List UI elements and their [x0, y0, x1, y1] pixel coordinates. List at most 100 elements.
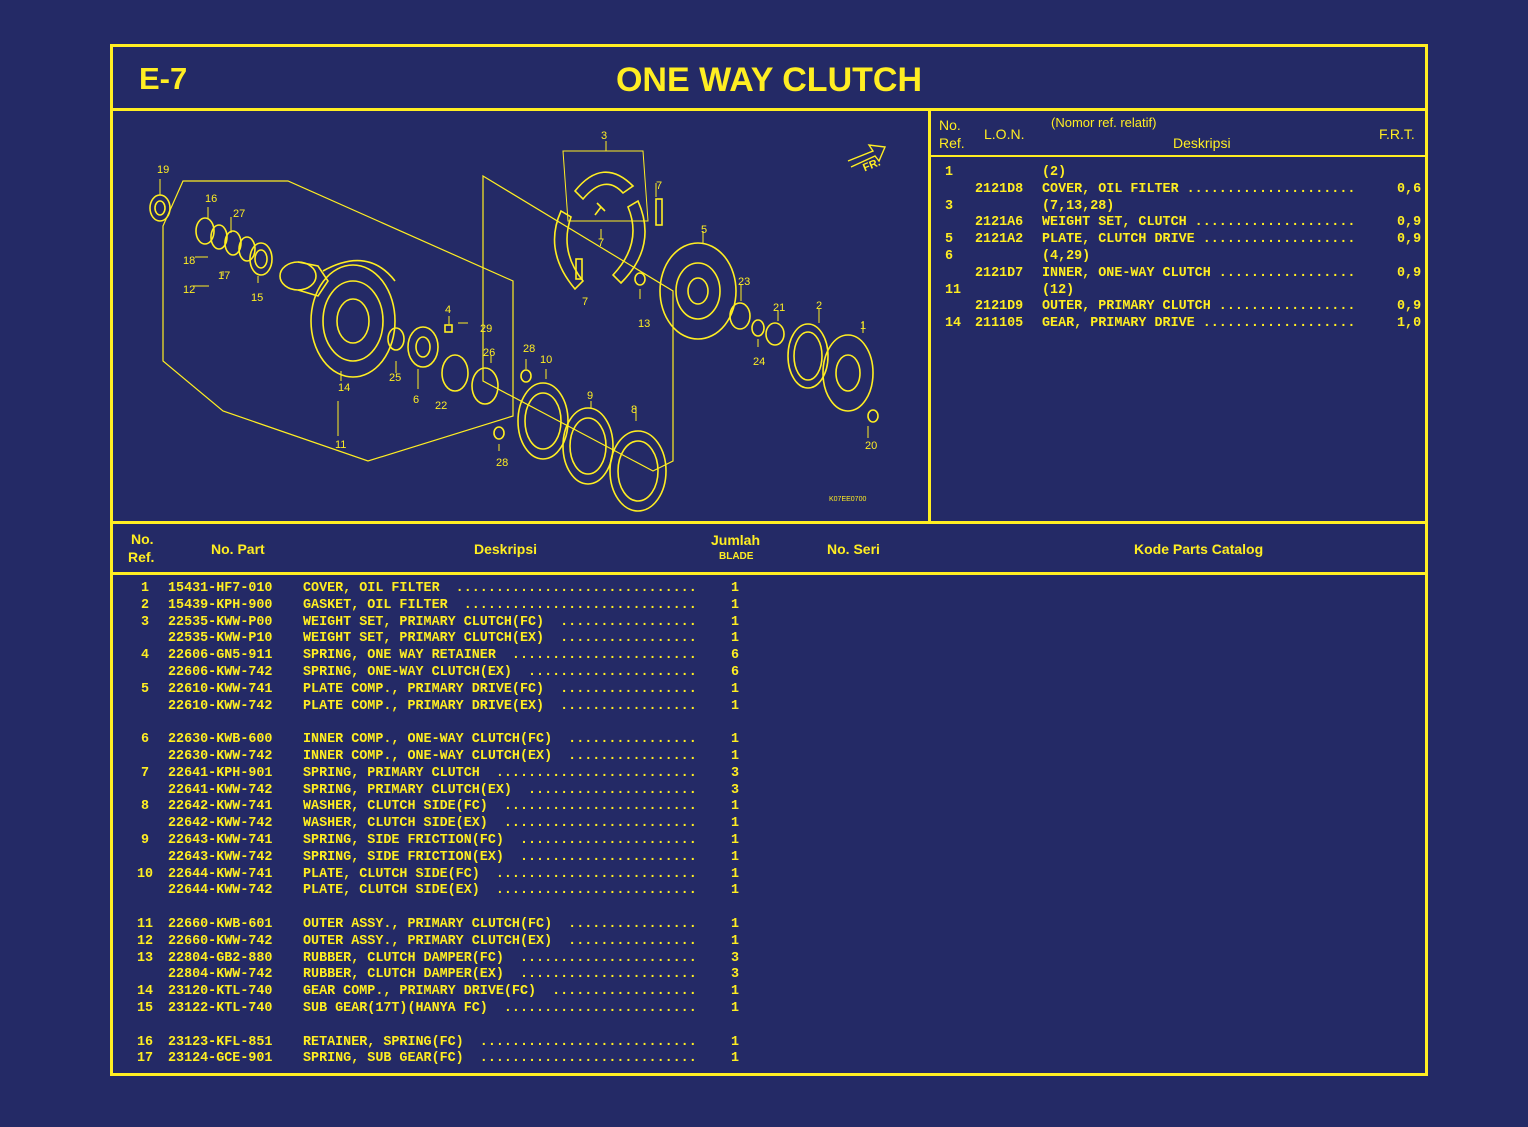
parts-row-qty: 1 — [731, 984, 740, 1000]
parts-row-desc: RUBBER, CLUTCH DAMPER(FC) ..............… — [303, 950, 698, 966]
parts-row-part: 23122-KTL-740 — [168, 1001, 273, 1016]
parts-row-qty: 1 — [731, 614, 740, 630]
diagram-callout: 13 — [638, 318, 650, 330]
parts-row-part: 22606-GN5-911 — [168, 648, 273, 664]
parts-row-ref: 10 — [136, 866, 154, 882]
lon-row: 11(12) — [931, 283, 1425, 300]
parts-row-desc: SPRING, ONE WAY RETAINER ...............… — [303, 648, 698, 664]
parts-row-qty: 1 — [731, 631, 740, 647]
parts-row-ref: 12 — [136, 933, 154, 949]
parts-row-desc: PLATE COMP., PRIMARY DRIVE(FC) .........… — [303, 681, 698, 697]
lon-row-lon: 2121A2 — [975, 232, 1024, 248]
diagram-callout: 7 — [656, 180, 662, 192]
parts-row-qty: 1 — [731, 816, 740, 832]
lon-row-desc: COVER, OIL FILTER ..................... — [1042, 181, 1356, 197]
parts-row-ref: 13 — [136, 950, 154, 966]
diagram-ref-code: K07EE0700 — [829, 496, 866, 503]
parts-row-qty: 6 — [731, 665, 740, 680]
parts-col-qty: Jumlah — [711, 532, 761, 548]
parts-row-part: 22535-KWW-P10 — [168, 631, 273, 647]
parts-row-part: 22641-KWW-742 — [168, 782, 273, 798]
parts-row: 13 22804-GB2-880 RUBBER, CLUTCH DAMPER(FC)… — [113, 951, 1425, 968]
diagram-callout: 11 — [335, 439, 346, 451]
parts-row-part: 23120-KTL-740 — [168, 984, 273, 1000]
parts-row-desc: SPRING, SIDE FRICTION(FC) ..............… — [303, 833, 698, 848]
parts-row-qty: 1 — [731, 698, 740, 714]
lon-row-lon: 2121A6 — [975, 215, 1024, 231]
diagram-callout: 23 — [738, 276, 750, 288]
diagram-callout: 19 — [157, 164, 169, 176]
lon-row-desc: (2) — [1042, 165, 1067, 180]
catalog-page-frame: E-7 ONE WAY CLUTCH — [110, 44, 1428, 1076]
parts-col-catalog: Kode Parts Catalog — [1134, 541, 1264, 557]
parts-row-part: 15431-HF7-010 — [168, 581, 273, 596]
parts-row-desc: WEIGHT SET, PRIMARY CLUTCH(FC) .........… — [303, 614, 698, 630]
lon-row-ref: 1 — [945, 165, 954, 180]
parts-row-ref: 9 — [140, 833, 150, 848]
lon-row-frt: 0,9 — [1397, 299, 1422, 315]
lon-row-lon: 211105 — [975, 316, 1024, 332]
lon-row-frt: 0,9 — [1397, 232, 1422, 248]
parts-row-desc: PLATE, CLUTCH SIDE(FC) .................… — [303, 866, 698, 882]
parts-row-part: 22535-KWW-P00 — [168, 614, 273, 630]
lon-col-frt: F.R.T. — [1379, 126, 1415, 142]
lon-row-ref: 3 — [945, 198, 954, 214]
parts-row-part: 22644-KWW-742 — [168, 883, 273, 899]
parts-row-desc: OUTER ASSY., PRIMARY CLUTCH(EX) ........… — [303, 933, 698, 949]
parts-row-desc: RETAINER, SPRING(FC) ...................… — [303, 1034, 698, 1050]
parts-row-desc: WASHER, CLUTCH SIDE(FC) ................… — [303, 799, 698, 815]
parts-row-ref: 5 — [140, 681, 150, 697]
parts-row-desc: SPRING, PRIMARY CLUTCH(EX) .............… — [303, 782, 698, 798]
diagram-callout: 5 — [701, 224, 707, 236]
diagram-callout: 18 — [183, 255, 195, 267]
lon-row: 6(4,29) — [931, 249, 1425, 266]
parts-row-part: 22641-KPH-901 — [168, 765, 273, 781]
parts-row-part: 22610-KWW-741 — [168, 681, 273, 697]
parts-col-desc: Deskripsi — [474, 541, 538, 557]
parts-row-qty: 1 — [731, 681, 740, 697]
lon-row-desc: OUTER, PRIMARY CLUTCH ................. — [1042, 299, 1356, 315]
diagram-callout: 17 — [218, 270, 230, 282]
diagram-callout: 28 — [523, 343, 535, 355]
parts-row-desc: SPRING, SIDE FRICTION(EX) ..............… — [303, 849, 698, 865]
parts-row-ref: 16 — [136, 1034, 154, 1050]
diagram-callout: 20 — [865, 440, 877, 452]
parts-row-ref: 3 — [140, 614, 150, 630]
parts-col-ref-2: Ref. — [128, 549, 155, 565]
parts-row-ref: 11 — [136, 917, 154, 932]
lon-row-ref: 5 — [945, 232, 954, 248]
section-code: E-7 — [139, 61, 188, 96]
parts-row-qty: 1 — [731, 1034, 740, 1050]
lon-row-desc: (7,13,28) — [1042, 198, 1115, 214]
parts-row-qty: 1 — [731, 933, 740, 949]
parts-row-ref: 4 — [140, 648, 150, 664]
parts-row-qty: 1 — [731, 866, 740, 882]
parts-row: 22641-KWW-742 SPRING, PRIMARY CLUTCH(EX) … — [113, 783, 1425, 800]
parts-col-qty-sub: BLADE — [719, 551, 754, 562]
parts-row-desc: WASHER, CLUTCH SIDE(EX) ................… — [303, 816, 698, 832]
parts-row-part: 23123-KFL-851 — [168, 1034, 273, 1050]
parts-row-desc: COVER, OIL FILTER ......................… — [303, 581, 698, 596]
parts-row-qty: 1 — [731, 833, 740, 848]
lon-row: 1 (2) — [931, 165, 1425, 182]
page-header: E-7 ONE WAY CLUTCH — [113, 47, 1425, 111]
parts-row-part: 22804-KWW-742 — [168, 967, 273, 983]
parts-row-part: 22804-GB2-880 — [168, 950, 273, 966]
